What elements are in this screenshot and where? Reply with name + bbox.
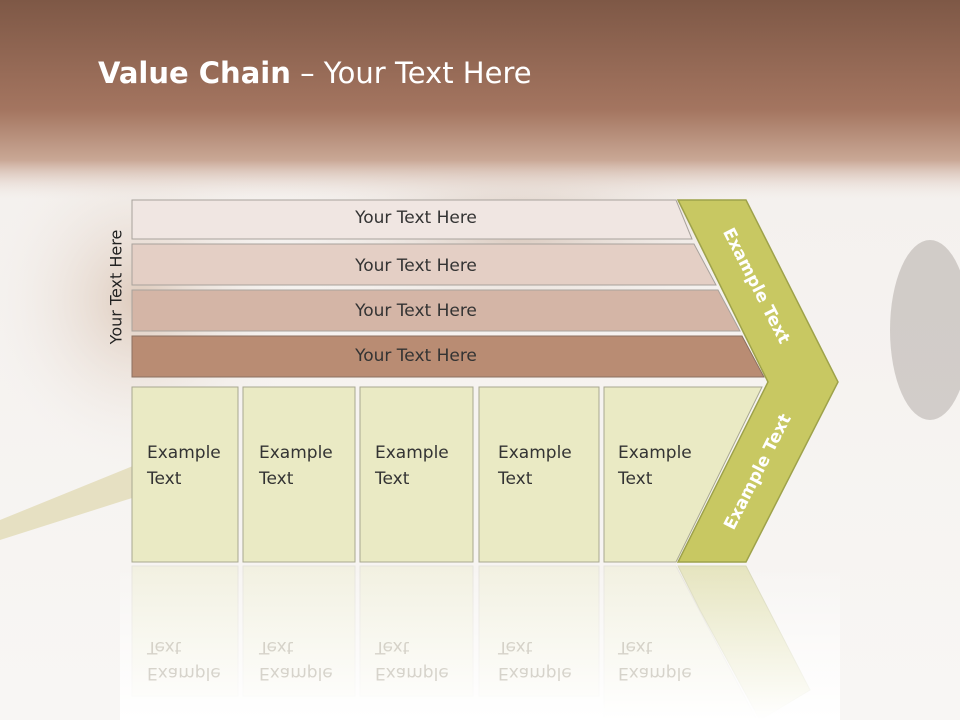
box-label-4: Example Text (498, 440, 572, 492)
refl-5-line2: Text (618, 637, 653, 657)
box-label-5-line2: Text (618, 469, 653, 489)
box-label-2-line1: Example (259, 443, 333, 463)
activity-box-2[interactable] (242, 386, 356, 563)
refl-1-line1: Example (147, 663, 221, 683)
slide-title: Value Chain – Your Text Here (98, 56, 532, 90)
box-label-2: Example Text (259, 440, 333, 492)
bar-3[interactable] (131, 289, 741, 332)
bar-label-1: Your Text Here (355, 208, 477, 228)
refl-1-line2: Text (147, 637, 182, 657)
box-label-3: Example Text (375, 440, 449, 492)
box-label-2-line2: Text (259, 469, 294, 489)
box-label-3-reflection: Example Text (375, 634, 449, 686)
activity-box-1[interactable] (131, 386, 239, 563)
bar-1[interactable] (131, 199, 693, 240)
activity-box-4[interactable] (478, 386, 600, 563)
box-label-3-line1: Example (375, 443, 449, 463)
refl-5-line1: Example (618, 663, 692, 683)
box-label-4-line1: Example (498, 443, 572, 463)
bar-label-4: Your Text Here (355, 346, 477, 366)
refl-4-line1: Example (498, 663, 572, 683)
title-bold: Value Chain (98, 56, 291, 90)
box-label-1-line1: Example (147, 443, 221, 463)
refl-4-line2: Text (498, 637, 533, 657)
box-label-4-reflection: Example Text (498, 634, 572, 686)
bar-2[interactable] (131, 243, 717, 286)
bar-label-2: Your Text Here (355, 256, 477, 276)
box-label-1: Example Text (147, 440, 221, 492)
activity-box-3[interactable] (359, 386, 474, 563)
refl-3-line1: Example (375, 663, 449, 683)
activity-box-5[interactable] (603, 386, 763, 563)
bar-4[interactable] (131, 335, 765, 378)
box-label-5: Example Text (618, 440, 692, 492)
refl-3-line2: Text (375, 637, 410, 657)
margin-chevron[interactable] (676, 199, 839, 563)
box-label-3-line2: Text (375, 469, 410, 489)
bar-label-3: Your Text Here (355, 301, 477, 321)
box-label-4-line2: Text (498, 469, 533, 489)
box-label-1-line2: Text (147, 469, 182, 489)
box-label-2-reflection: Example Text (259, 634, 333, 686)
refl-2-line2: Text (259, 637, 294, 657)
box-label-5-line1: Example (618, 443, 692, 463)
title-rest: – Your Text Here (290, 56, 532, 90)
refl-2-line1: Example (259, 663, 333, 683)
box-label-5-reflection: Example Text (618, 634, 692, 686)
box-label-1-reflection: Example Text (147, 634, 221, 686)
